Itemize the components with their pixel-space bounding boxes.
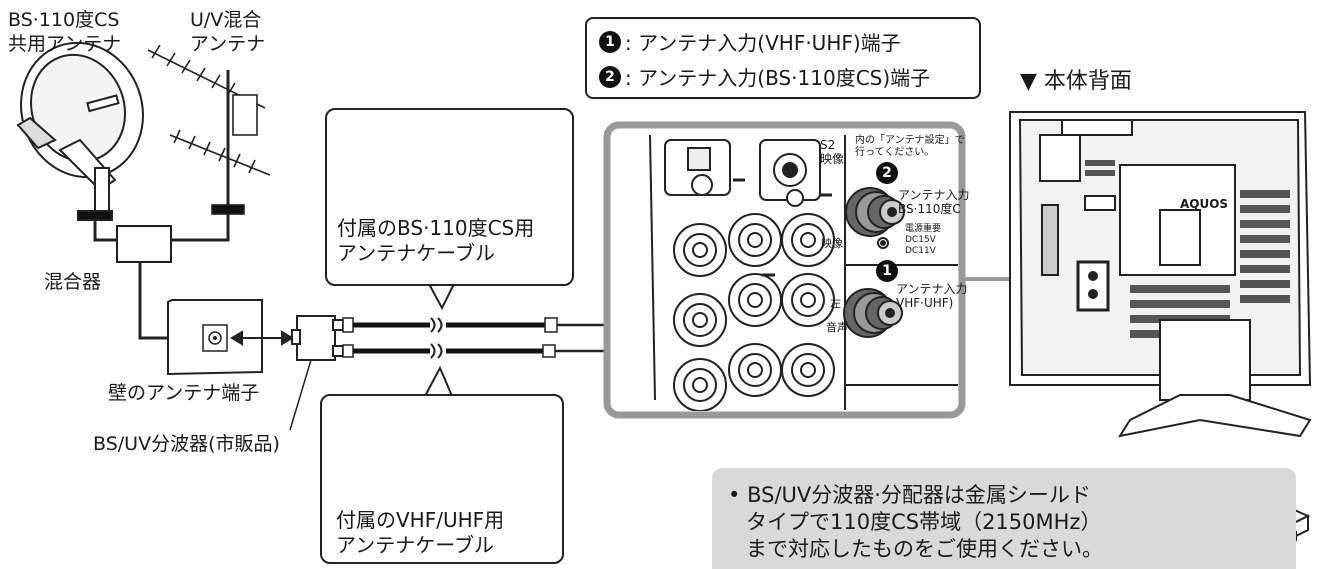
note-line-2: タイプで110度CS帯域（2150MHz） (728, 509, 1103, 536)
note-text-2: タイプで110度CS帯域（2150MHz） (746, 510, 1102, 534)
s2-video-label: S2 映像 (820, 138, 845, 166)
splitter-label: BS/UV分波器(市販品) (93, 433, 280, 455)
uv-antenna-label: U/V混合 アンテナ (190, 9, 266, 55)
bs-cable-label: 付属のBS·110度CS用 アンテナケーブル (337, 216, 535, 265)
vhf-cable-label: 付属のVHF/UHF用 アンテナケーブル (336, 508, 505, 557)
vhf-cable-callout: 付属のVHF/UHF用 アンテナケーブル (320, 394, 564, 564)
left-label: 左 (830, 297, 841, 310)
legend-item-bs: 2 : アンテナ入力(BS·110度CS)端子 (599, 62, 930, 91)
number-1-badge: 1 (599, 30, 621, 53)
brand-logo-text: AQUOS (1180, 197, 1229, 211)
splitter-icon (291, 315, 344, 361)
wall-antenna-terminal-icon (167, 299, 263, 376)
legend-item-uv-text: : アンテナ入力(VHF·UHF)端子 (625, 31, 901, 55)
legend-item-uv: 1 : アンテナ入力(VHF·UHF)端子 (599, 27, 901, 56)
note-box: • BS/UV分波器·分配器は金属シールド タイプで110度CS帯域（2150M… (712, 468, 1296, 569)
power-label: 電源重要 DC15V DC11V (905, 224, 942, 256)
video-label: 映像 (821, 237, 843, 250)
mixer-label: 混合器 (44, 271, 102, 293)
note-line-3: まで対応したものをご使用ください。 (728, 536, 1103, 563)
bullet: • (728, 483, 741, 507)
number-2-badge: 2 (599, 65, 621, 88)
uv-antenna-icon (147, 44, 271, 215)
bs-dish-antenna-icon (16, 41, 144, 221)
double-arrow-icon (230, 330, 294, 346)
panel-note-text: 内の「アンテナ設定」で 行ってください。 (855, 135, 965, 158)
bs-cable-callout: 付属のBS·110度CS用 アンテナケーブル (325, 108, 574, 286)
audio-label: 音声 (826, 321, 848, 334)
port-1-badge: 1 (876, 260, 898, 282)
bs-input-label: アンテナ入力 BS·110度C (898, 188, 970, 216)
note-text-3: まで対応したものをご使用ください。 (746, 537, 1103, 561)
port-legend: 1 : アンテナ入力(VHF·UHF)端子 2 : アンテナ入力(BS·110度… (585, 17, 981, 99)
rear-panel-closeup (603, 121, 966, 419)
rear-view-title: ▼ 本体背面 (1020, 69, 1132, 94)
tv-rear-view-icon (1009, 111, 1312, 438)
legend-item-bs-text: : アンテナ入力(BS·110度CS)端子 (625, 66, 931, 90)
mixer-box (116, 225, 172, 263)
port-2-badge: 2 (876, 162, 898, 184)
note-text-1: BS/UV分波器·分配器は金属シールド (747, 483, 1091, 507)
bs-antenna-label: BS·110度CS 共用アンテナ (8, 9, 122, 55)
wall-terminal-label: 壁のアンテナ端子 (108, 382, 260, 404)
uv-input-label: アンテナ入力 VHF·UHF) (896, 282, 968, 310)
note-line-1: • BS/UV分波器·分配器は金属シールド (728, 482, 1103, 509)
